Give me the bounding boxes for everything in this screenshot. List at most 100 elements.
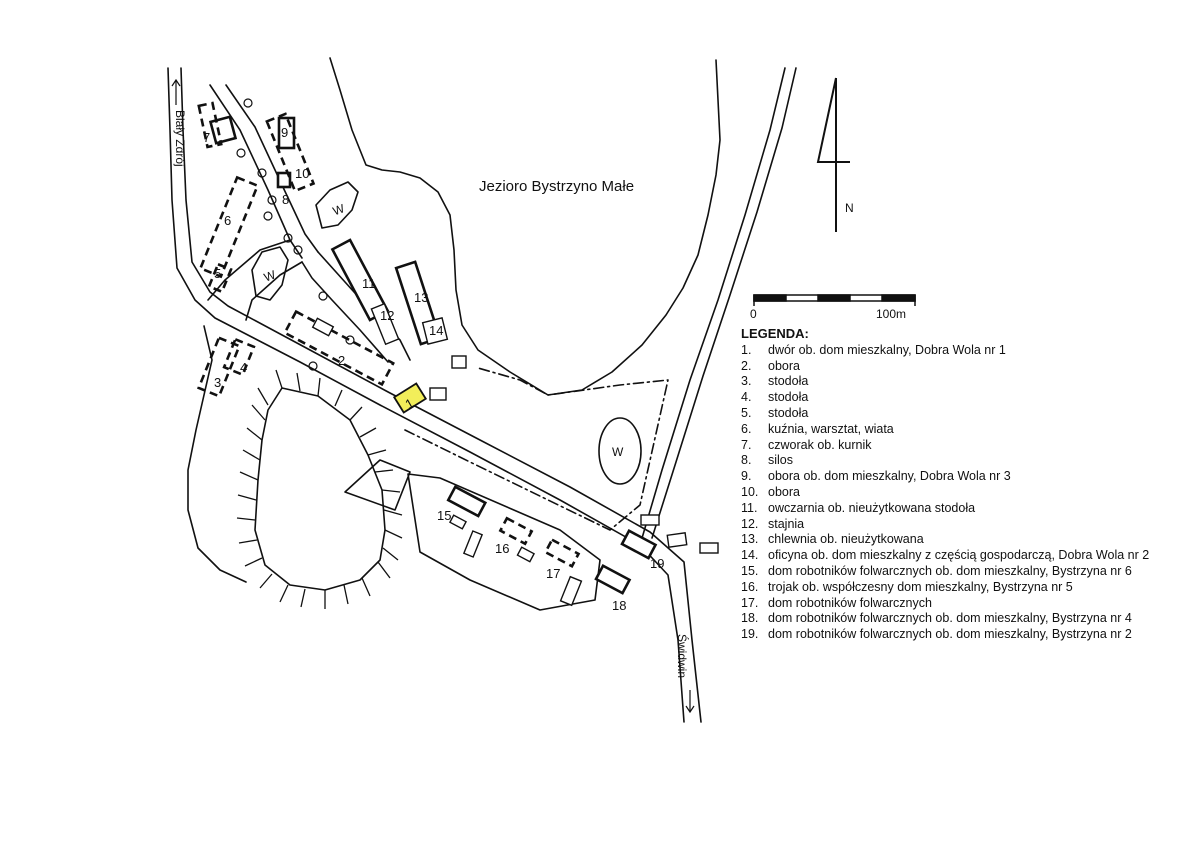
legend-item-number: 18. (741, 611, 759, 626)
building-1-highlight (392, 382, 428, 414)
building-number: 16 (495, 541, 509, 556)
building-number: 5 (214, 266, 221, 281)
legend-item-number: 1. (741, 342, 752, 357)
legend-item-text: silos (768, 453, 794, 468)
legend-item-number: 11. (741, 500, 758, 515)
building-number: 6 (224, 213, 231, 228)
building-19 (620, 529, 658, 560)
north-label: N (845, 201, 854, 215)
building-18 (594, 564, 632, 595)
legend-item: 16. trojak ob. współczesny dom mieszkalny… (741, 580, 1181, 596)
legend-item: 18. dom robotników folwarcznych ob. dom m… (741, 611, 1181, 627)
legend-item-number: 14. (741, 548, 759, 563)
legend-item-number: 5. (741, 405, 752, 420)
building-8 (276, 171, 292, 189)
legend-item: 2. obora (741, 359, 1181, 375)
legend-item: 19.dom robotników folwarcznych ob. dom m… (741, 627, 1181, 643)
building-number: 9 (281, 125, 288, 140)
pond-north (315, 181, 359, 229)
building-number: 12 (380, 308, 394, 323)
legend-item-text: dwór ob. dom mieszkalny, Dobra Wola nr 1 (768, 342, 1006, 357)
legend-item: 5. stodoła (741, 406, 1181, 422)
legend-item: 14.oficyna ob. dom mieszkalny z częścią … (741, 548, 1181, 564)
road-label-southeast: Świdwin (675, 634, 690, 678)
legend-item-number: 17. (741, 595, 759, 610)
building-number: 8 (282, 192, 289, 207)
legend-item-text: czworak ob. kurnik (768, 437, 872, 452)
buildings-lost (196, 101, 581, 568)
main-road (167, 67, 702, 723)
building-7 (208, 115, 238, 145)
pond-south (254, 387, 386, 591)
legend-item: 9.obora ob. dom mieszkalny, Dobra Wola n… (741, 469, 1181, 485)
legend-item: 17.dom robotników folwarcznych (741, 596, 1181, 612)
building-3 (196, 336, 242, 398)
pond-east (598, 417, 642, 485)
estate-boundary (404, 367, 669, 531)
legend-item-number: 9. (741, 469, 752, 484)
legend-item-text: obora (768, 358, 800, 373)
legend-item: 7. czworak ob. kurnik (741, 438, 1181, 454)
building-number: 2 (338, 353, 345, 368)
building-16 (498, 516, 534, 546)
side-roads (207, 67, 797, 546)
legend-item-number: 3. (741, 374, 752, 389)
building-number: 18 (612, 598, 626, 613)
legend-item-text: stodoła (768, 374, 809, 389)
legend: LEGENDA: 1. dwór ob. dom mieszkalny, Dobr… (741, 326, 1181, 643)
legend-item-number: 10. (741, 484, 759, 499)
road-label-northwest: Biały Zdrój (173, 110, 187, 167)
building-number: 13 (414, 290, 428, 305)
channel (187, 325, 247, 583)
legend-item-text: dom robotników folwarcznych ob. dom mies… (768, 611, 1132, 626)
legend-item-number: 12. (741, 516, 759, 531)
building-6 (198, 175, 260, 279)
legend-item-number: 7. (741, 437, 752, 452)
pond-west (251, 246, 289, 301)
building-number: 7 (203, 130, 210, 145)
legend-item-text: stodoła (768, 405, 809, 420)
legend-item-text: kuźnia, warsztat, wiata (768, 421, 894, 436)
road-arrows (171, 78, 695, 714)
building-number: 11 (362, 276, 376, 291)
water-label-east: W (612, 445, 624, 459)
scale-start-label: 0 (750, 307, 757, 321)
legend-item-number: 15. (741, 563, 759, 578)
legend-item-number: 2. (741, 358, 752, 373)
legend-item-number: 13. (741, 532, 759, 547)
legend-item-text: stodoła (768, 390, 809, 405)
building-number: 19 (650, 556, 664, 571)
legend-item-text: stajnia (768, 516, 805, 531)
legend-item-text: chlewnia ob. nieużytkowana (768, 532, 924, 547)
legend-item: 8.silos (741, 453, 1181, 469)
buildings-modern (311, 302, 719, 607)
lake-shore (329, 57, 721, 396)
legend-item-number: 6. (741, 421, 752, 436)
building-5 (207, 262, 233, 294)
legend-item: 15.dom robotników folwarcznych ob. dom m… (741, 564, 1181, 580)
lake-label: Jezioro Bystrzyno Małe (479, 178, 634, 195)
legend-item: 11.owczarnia ob. nieużytkowana stodoła (741, 501, 1181, 517)
plot-outline (344, 459, 411, 511)
legend-item: 1. dwór ob. dom mieszkalny, Dobra Wola nr… (741, 343, 1181, 359)
building-number: 3 (214, 375, 221, 390)
legend-item-text: trojak ob. współczesny dom mieszkalny, B… (768, 579, 1073, 594)
building-number: 14 (429, 323, 443, 338)
plot-south (407, 473, 601, 611)
water-label-north: W (331, 201, 347, 218)
building-number: 17 (546, 566, 560, 581)
legend-item: 3. stodoła (741, 374, 1181, 390)
water-label-west: W (262, 267, 278, 284)
legend-title: LEGENDA: (741, 326, 809, 341)
building-17 (543, 538, 581, 568)
legend-item: 13. chlewnia ob. nieużytkowana (741, 532, 1181, 548)
legend-items: 1. dwór ob. dom mieszkalny, Dobra Wola nr… (741, 343, 1181, 643)
building-15 (446, 485, 488, 518)
building-2 (283, 309, 395, 387)
building-number: 10 (295, 166, 309, 181)
pond-hachures (236, 369, 403, 609)
legend-item-number: 16. (741, 579, 759, 594)
scale-end-label: 100m (876, 307, 906, 321)
legend-item: 6. kuźnia, warsztat, wiata (741, 422, 1181, 438)
